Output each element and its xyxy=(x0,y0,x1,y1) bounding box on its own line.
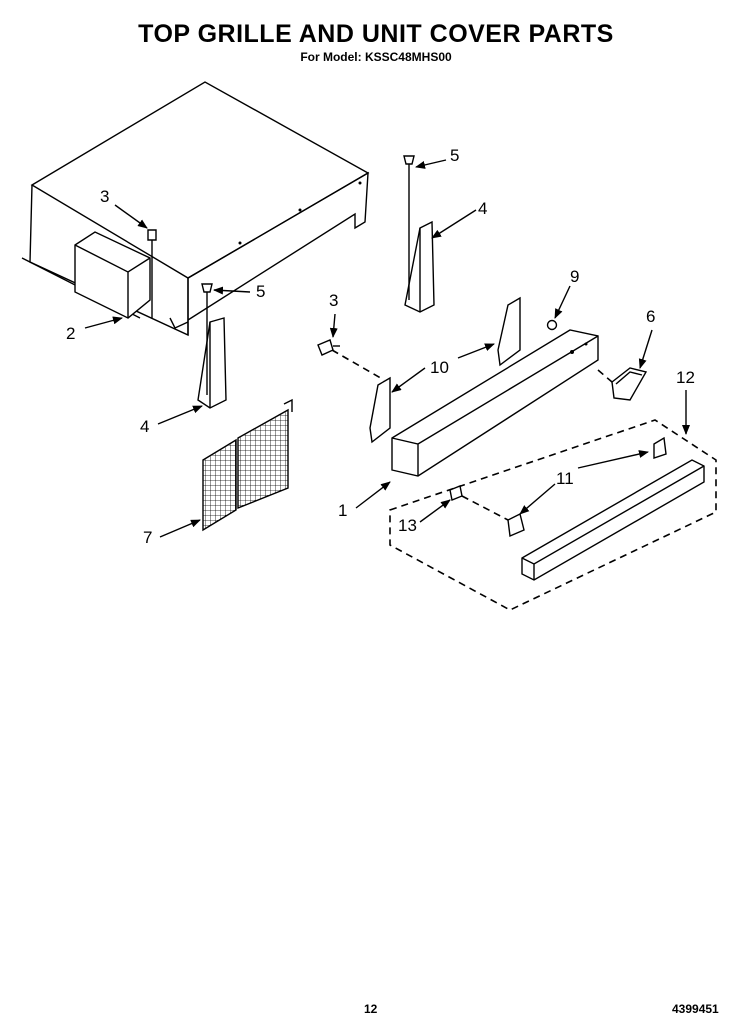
callout-3: 3 xyxy=(100,187,109,206)
callout-2: 2 xyxy=(66,324,75,343)
clip-11a xyxy=(653,436,667,459)
grille-panel-right xyxy=(237,398,293,510)
callout-6: 6 xyxy=(646,307,655,326)
callout-4: 4 xyxy=(140,417,149,436)
bracket-10b xyxy=(369,376,391,444)
callout-3: 3 xyxy=(329,291,338,310)
page-number: 12 xyxy=(364,1002,378,1016)
control-box xyxy=(74,231,151,319)
callout-4: 4 xyxy=(478,199,487,218)
document-number: 4399451 xyxy=(672,1002,719,1016)
callout-9: 9 xyxy=(570,267,579,286)
grille-bar xyxy=(391,329,599,477)
callout-5: 5 xyxy=(450,146,459,165)
unit-cover xyxy=(21,81,370,337)
kick-rail xyxy=(521,459,705,581)
bracket-4a xyxy=(404,220,435,313)
kit-outline xyxy=(389,419,717,611)
callout-10: 10 xyxy=(430,358,449,377)
grille-panel-left xyxy=(202,438,237,532)
callout-11: 11 xyxy=(556,469,574,488)
screw-3a xyxy=(147,229,157,318)
clip-11b xyxy=(507,512,525,538)
alignment-line xyxy=(597,369,613,383)
screw-5a xyxy=(403,155,415,172)
callout-12: 12 xyxy=(676,368,695,387)
screw-13 xyxy=(449,485,463,501)
model-subtitle: For Model: KSSC48MHS00 xyxy=(300,50,452,64)
fastener-9 xyxy=(546,319,558,331)
bracket-4b xyxy=(197,317,227,409)
callout-1: 1 xyxy=(338,501,347,520)
callout-5: 5 xyxy=(256,282,265,301)
callout-7: 7 xyxy=(143,528,152,547)
page-title: TOP GRILLE AND UNIT COVER PARTS xyxy=(138,20,614,48)
alignment-line xyxy=(331,349,385,381)
alignment-line xyxy=(461,495,509,521)
callout-13: 13 xyxy=(398,516,417,535)
bracket-10a xyxy=(497,296,521,367)
end-cap xyxy=(611,367,648,401)
leader-arrows xyxy=(84,159,690,538)
screw-5b xyxy=(201,283,213,300)
